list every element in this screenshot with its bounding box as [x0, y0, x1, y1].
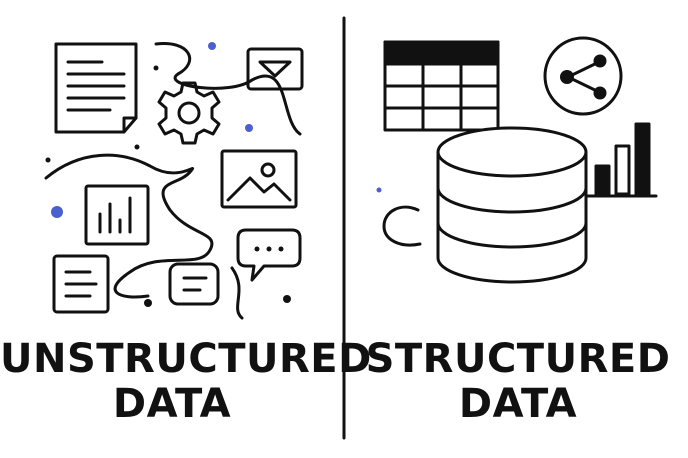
image-icon: [220, 149, 298, 209]
structured-data-title: STRUCTURED DATA: [348, 337, 688, 427]
gear-icon: [157, 81, 221, 145]
speech-bubble-icon: [236, 228, 302, 282]
table-icon: [383, 40, 500, 132]
title-line: UNSTRUCTURED: [0, 336, 372, 382]
share-icon: [543, 36, 623, 116]
bar-chart-icon: [586, 122, 658, 198]
dot: [283, 295, 291, 303]
accent-dot: [245, 124, 253, 132]
accent-dot: [376, 187, 382, 193]
structured-panel: [376, 36, 658, 284]
dot: [153, 65, 159, 71]
unstructured-data-title: UNSTRUCTURED DATA: [0, 336, 372, 427]
dot: [144, 299, 152, 307]
accent-dot: [51, 206, 63, 218]
unstructured-panel: [44, 42, 304, 320]
bar-chart-icon: [84, 184, 150, 246]
dot: [45, 157, 51, 163]
wavy-line: [154, 42, 302, 136]
wavy-line: [230, 266, 244, 320]
connector-line: [382, 205, 422, 247]
accent-dot: [208, 42, 216, 50]
email-icon: [246, 47, 304, 91]
wavy-line: [44, 153, 214, 299]
message-icon: [168, 262, 220, 306]
title-line: DATA: [458, 381, 578, 427]
database-icon: [436, 126, 588, 284]
notes-icon: [52, 254, 110, 314]
title-line: STRUCTURED: [365, 336, 671, 382]
document-icon: [54, 42, 138, 134]
dot: [134, 144, 140, 150]
title-line: DATA: [112, 381, 232, 427]
